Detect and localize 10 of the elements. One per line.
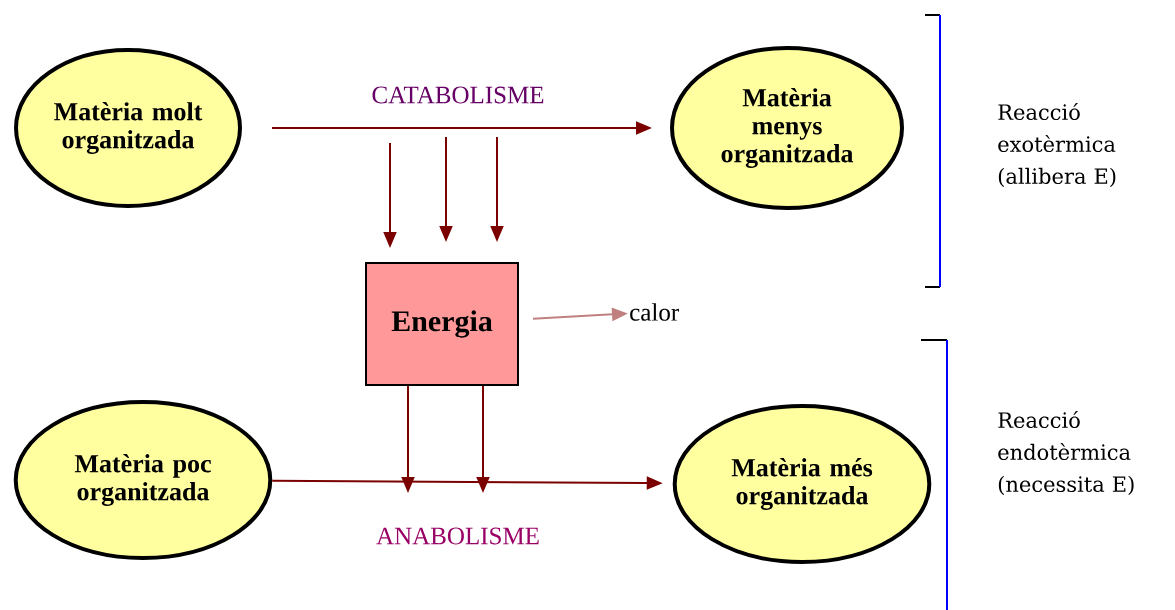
oval-node: Matèria menys organitzada	[670, 46, 904, 210]
oval-node: Matèria molt organitzada	[14, 48, 242, 208]
energy-box: Energia	[365, 262, 519, 386]
oval-node: Matèria poc organitzada	[13, 400, 273, 560]
oval-node: Matèria més organitzada	[672, 404, 932, 564]
edge-label: ANABOLISME	[375, 526, 541, 546]
side-note: Reacció exotèrmica (allibera E)	[998, 102, 1116, 188]
edge-label: CATABOLISME	[370, 85, 546, 105]
node-text: calor	[630, 303, 679, 321]
side-note: Reacció endotèrmica (necessita E)	[998, 410, 1134, 496]
